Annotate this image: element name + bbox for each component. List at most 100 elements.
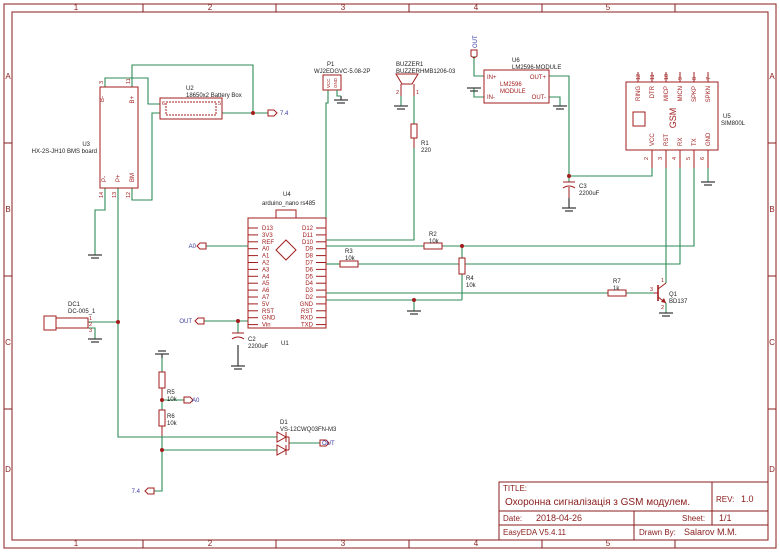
arduino-pin-label: Vin (262, 323, 271, 329)
gsm-pin-label: GND (706, 132, 712, 146)
battery-ref: U2 (186, 86, 194, 92)
gsm-pin-number: 7 (706, 77, 712, 80)
rev-label: REV: (716, 495, 734, 504)
wire-d1-low (161, 436, 277, 451)
row-label: A (5, 72, 11, 81)
col-label: 4 (474, 3, 479, 12)
resistor-value: 220 (421, 148, 432, 154)
gsm-pin-label: VCC (650, 133, 656, 146)
junctions (116, 111, 571, 452)
transistor-q1[interactable]: Q1 BD137 3 1 2 (650, 278, 688, 311)
wire-r2-tx (442, 168, 695, 247)
resistor-r5[interactable]: R5 10k (158, 371, 178, 403)
gsm-pin-number: 10 (664, 74, 670, 80)
junction-dot (116, 320, 120, 324)
dc-jack[interactable]: DC1 DC-005_1 1 2 3 (43, 302, 96, 334)
gsm-pin-label: SPKN (706, 86, 712, 102)
net-flag-out-d1: OUT (319, 439, 335, 447)
capacitor-c2[interactable]: C2 2200uF (231, 332, 269, 350)
col-label: 5 (606, 539, 611, 548)
arduino-pin-label: D6 (305, 267, 313, 273)
bms-pin-label: B- (100, 96, 106, 102)
resistor-value: 10k (345, 256, 356, 262)
net-flag-out-left: OUT (179, 317, 205, 325)
col-label: 1 (74, 539, 79, 548)
row-label: C (5, 338, 11, 347)
diode-name: VS-12CWQ03FN-M3 (280, 427, 337, 433)
wire-r3-rx (358, 168, 681, 265)
resistor-r1[interactable]: R1 220 (410, 123, 432, 154)
drawn-by-label: Drawn By: (639, 528, 676, 537)
diode-d1[interactable]: D1 VS-12CWQ03FN-M3 (276, 420, 337, 456)
wire-74-left (154, 450, 163, 492)
arduino-pin-label: D5 (305, 274, 313, 280)
arduino-nano[interactable]: U4 arduino_nano rs485 U1 D133V3REFA0A1A2… (247, 192, 327, 347)
ground-icon (467, 87, 481, 92)
wire-bminus (104, 77, 160, 105)
resistor-r2[interactable]: R2 10k (423, 232, 443, 250)
dc-jack-ref: DC1 (68, 302, 81, 308)
lm2596-module[interactable]: U6 LM2596-MODULE IN+ IN- OUT+ OUT- LM259… (483, 58, 561, 104)
lm2596-body-label: MODULE (500, 89, 526, 95)
arduino-pin-label: A1 (262, 254, 270, 260)
wire-dc-gnd (88, 327, 96, 339)
transistor-pin-number: 2 (661, 305, 664, 311)
arduino-pin-label: A7 (262, 295, 270, 301)
net-label: OUT (179, 319, 192, 325)
lm2596-body-label: LM2596 (500, 82, 522, 88)
ground-icon (407, 310, 421, 315)
resistor-r6[interactable]: R6 10k (158, 409, 178, 436)
gsm-pin-label: RING (636, 86, 642, 101)
diode-ref: D1 (280, 420, 288, 426)
resistor-value: 10k (167, 421, 178, 427)
arduino-pin-label: 5V (262, 302, 269, 308)
resistor-ref: R3 (345, 249, 353, 255)
wire-bm (131, 112, 160, 201)
buzzer[interactable]: BUZZER1 BUZZERHMB1206-03 2 1 (395, 62, 456, 96)
gsm-module[interactable]: GSM U5 SIM800L RING DTR MICP MICN SPKP S… (625, 72, 746, 168)
gsm-body-label: GSM (668, 108, 678, 129)
gsm-pin-number: 11 (650, 74, 656, 80)
resistor-r3[interactable]: R3 10k (339, 249, 359, 268)
col-label: 1 (74, 3, 79, 12)
arduino-pin-label: D8 (305, 254, 313, 260)
net-label: OUT (473, 35, 479, 48)
title-label: TITLE: (503, 484, 527, 493)
date-label: Date: (503, 514, 522, 523)
net-label: 7.4 (280, 111, 289, 117)
bms-board[interactable]: U3 HX-2S-JH10 BMS board B- B+ P- P+ BM 3… (32, 78, 139, 198)
col-label: 3 (341, 539, 346, 548)
battery-pin-number: 5 (218, 101, 221, 107)
bms-pin-label: BM (130, 173, 136, 182)
gsm-pin-number: 3 (658, 157, 664, 160)
buzzer-name: BUZZERHMB1206-03 (396, 69, 456, 75)
capacitor-c3[interactable]: C3 2200uF (562, 181, 600, 198)
resistor-ref: R1 (421, 141, 429, 147)
ground-icon (553, 105, 567, 110)
gsm-pin-number: 12 (636, 74, 642, 80)
resistor-value: 10k (466, 283, 477, 289)
arduino-pin-label: D10 (302, 240, 314, 246)
gsm-pin-label: SPKP (692, 86, 698, 102)
battery-box[interactable]: U2 18650x2 Battery Box 6 5 (159, 86, 242, 120)
transistor-pin-number: 3 (650, 287, 653, 293)
gsm-pin-label: MICN (678, 86, 684, 101)
gsm-pin-number: 9 (678, 77, 684, 80)
ground-icon (394, 105, 408, 110)
net-flag-a0-left: A0 (189, 242, 207, 250)
arduino-pin-label: D12 (302, 226, 314, 232)
arduino-pin-label: RST (262, 309, 274, 315)
resistor-r7[interactable]: R7 1k (607, 279, 627, 297)
bms-pin-label: B+ (130, 96, 136, 104)
resistor-r4[interactable]: R4 10k (458, 257, 477, 289)
terminal-connector[interactable]: P1 WJ2EDGVC-5.08-2P VCC GND (314, 62, 370, 97)
ground-icon (88, 338, 102, 343)
sheet-label: Sheet: (682, 514, 705, 523)
arduino-pin-label: RXD (300, 316, 313, 322)
col-label: 3 (341, 3, 346, 12)
dc-jack-pin-number: 3 (89, 328, 92, 334)
gsm-pin-number: 6 (700, 157, 706, 160)
lm2596-pin-label: IN- (487, 95, 495, 101)
bms-pin-number: 11 (126, 78, 132, 84)
